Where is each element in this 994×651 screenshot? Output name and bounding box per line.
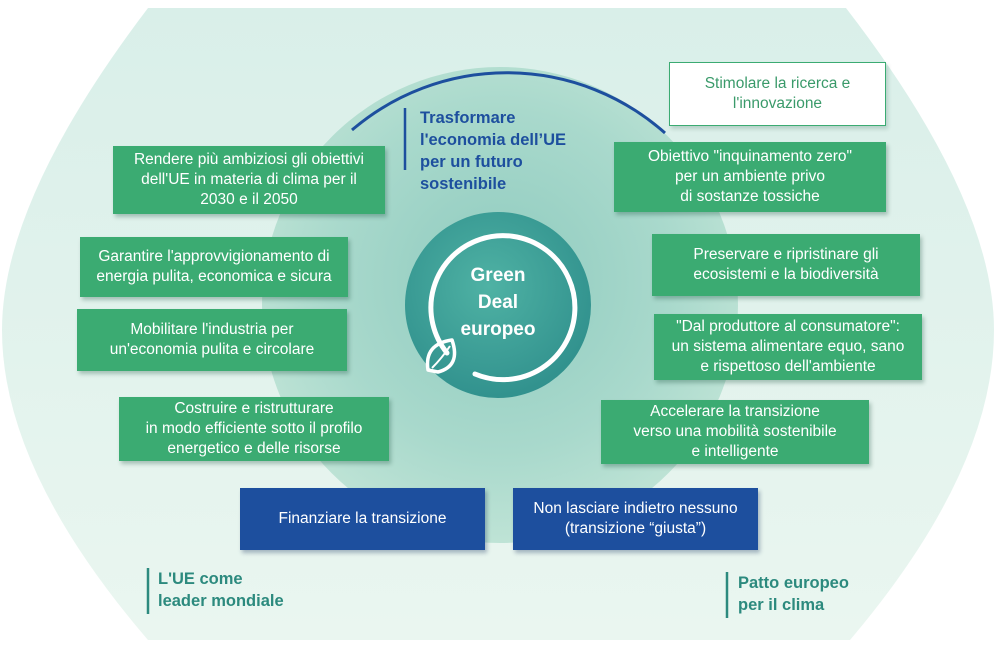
corner-label-global-leader: L'UE come leader mondiale [158,570,284,610]
right-item-farm-to-fork: "Dal produttore al consumatore": un sist… [654,314,922,380]
left-item-industry: Mobilitare l'industria per un'economia p… [77,309,347,371]
right-item-zero-pollution: Obiettivo "inquinamento zero" per un amb… [614,142,886,212]
right-item-mobility: Accelerare la transizione verso una mobi… [601,400,869,464]
left-item-climate-ambition: Rendere più ambiziosi gli obiettivi dell… [113,146,385,214]
ring-label: Trasformare l'economia dell’UE per un fu… [420,109,567,193]
right-item-research: Stimolare la ricerca e l'innovazione [669,62,886,126]
leaf-icon [425,338,457,374]
center-title: Green Deal europeo [460,265,536,340]
bottom-item-financing: Finanziare la transizione [240,488,485,550]
bottom-item-just-transition: Non lasciare indietro nessuno (transizio… [513,488,758,550]
corner-label-climate-pact: Patto europeo per il clima [738,574,849,614]
left-item-buildings: Costruire e ristrutturare in modo effici… [119,397,389,461]
right-item-biodiversity: Preservare e ripristinare gli ecosistemi… [652,234,920,296]
ring-arc [351,71,666,135]
left-item-clean-energy: Garantire l'approvvigionamento di energi… [80,237,348,297]
center-white-ring [428,233,578,383]
